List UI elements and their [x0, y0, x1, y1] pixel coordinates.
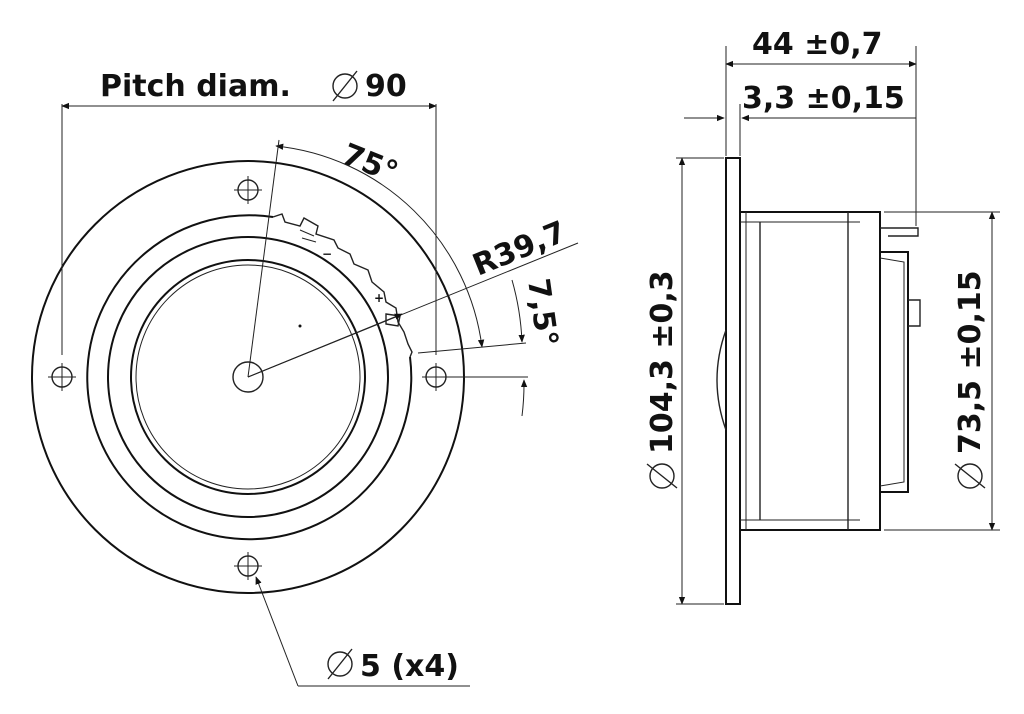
front-view: + − Pitch diam. 90	[31, 69, 579, 687]
radius-label: R39,7	[468, 215, 571, 284]
faceplate-ring	[107, 236, 389, 518]
dome-outer	[130, 259, 366, 495]
angle-75-dimension: 75°	[247, 137, 485, 378]
terminal-edge	[272, 213, 413, 358]
diameter-icon	[954, 463, 986, 489]
hole-label: 5 (x4)	[360, 649, 459, 684]
outer-diameter-dimension: 104,3 ±0,3	[645, 157, 724, 605]
pitch-diam-label: Pitch diam.	[100, 69, 291, 104]
body-diameter-label: 73,5 ±0,15	[953, 270, 988, 454]
body-diameter-dimension: 73,5 ±0,15	[884, 211, 1000, 531]
angle-75-label: 75°	[337, 137, 403, 191]
diameter-icon	[646, 463, 678, 489]
center-phase-plug	[232, 361, 264, 393]
body-outline	[739, 211, 881, 531]
depth-label: 44 ±0,7	[752, 27, 882, 62]
flange-thickness-dimension: 3,3 ±0,15	[684, 81, 916, 156]
flange-thickness-label: 3,3 ±0,15	[742, 81, 905, 116]
dome-inner	[135, 264, 361, 490]
magnet-back	[879, 251, 909, 493]
dome-profile	[716, 329, 727, 431]
svg-text:−: −	[322, 247, 332, 261]
outer-diameter-label: 104,3 ±0,3	[645, 270, 680, 454]
svg-text:+: +	[374, 291, 384, 305]
pitch-diam-value: 90	[365, 69, 407, 104]
terminal-top	[880, 227, 919, 237]
angle-7-5-label: 7,5°	[520, 276, 564, 348]
flange-plate	[725, 157, 741, 605]
depth-dimension: 44 ±0,7	[725, 27, 917, 226]
terminal-mid	[908, 299, 921, 327]
diameter-icon	[332, 70, 358, 102]
mounting-holes	[48, 176, 450, 580]
body-rim	[86, 214, 413, 541]
diameter-icon	[327, 648, 353, 680]
hole-dimension: 5 (x4)	[255, 576, 470, 687]
angle-7-5-dimension: 7,5°	[417, 276, 564, 417]
pitch-diameter-dimension: Pitch diam. 90	[61, 69, 437, 355]
side-view: 44 ±0,7 3,3 ±0,15 104,3 ±0,3	[645, 27, 1000, 605]
